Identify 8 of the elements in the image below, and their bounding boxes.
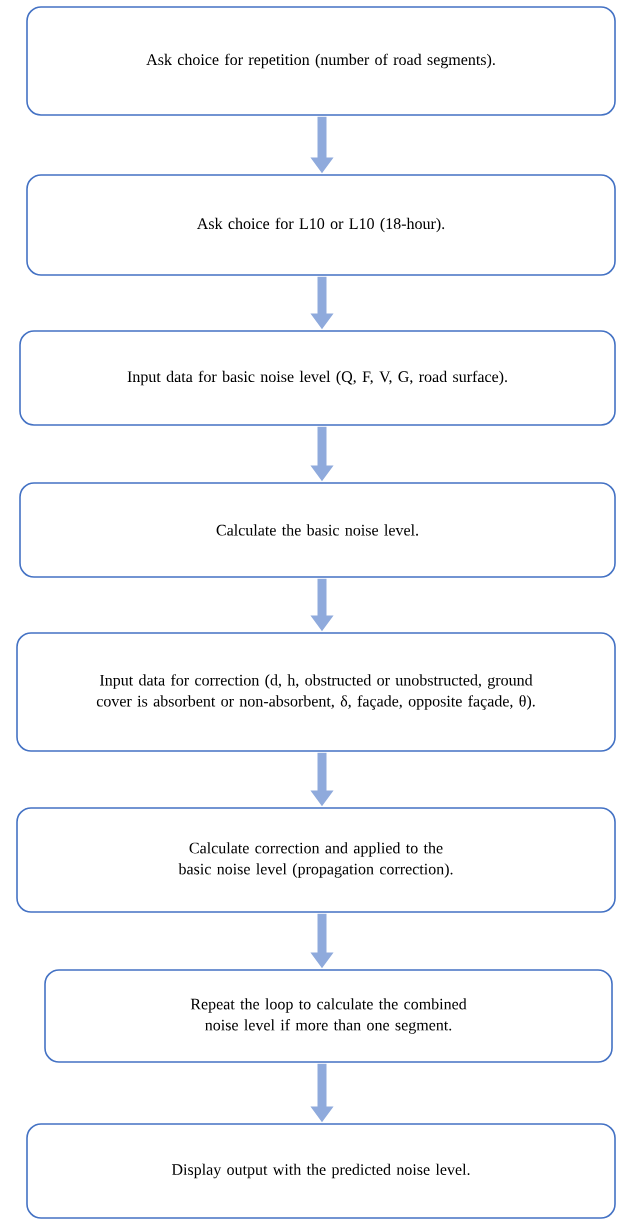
process-box: Calculate correction and applied to the basic noise level (propagation correction). [16, 807, 616, 913]
process-box: Ask choice for L10 or L10 (18-hour). [26, 174, 616, 276]
process-box: Input data for correction (d, h, obstructed or unobstructed, ground cover is absorbent or non-absorbent, δ, façade, opposite façade, θ). [16, 632, 616, 752]
process-box: Display output with the predicted noise level. [26, 1123, 616, 1219]
process-box: Input data for basic noise level (Q, F, V, G, road surface). [19, 330, 616, 426]
process-box: Repeat the loop to calculate the combined noise level if more than one segment. [44, 969, 613, 1063]
process-box: Calculate the basic noise level. [19, 482, 616, 578]
process-box: Ask choice for repetition (number of road segments). [26, 6, 616, 116]
